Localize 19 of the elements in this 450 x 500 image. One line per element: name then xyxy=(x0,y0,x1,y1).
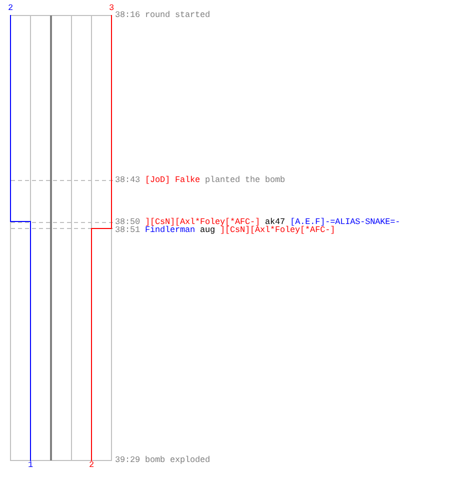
event-text: bomb exploded xyxy=(145,457,210,464)
player-name: ][CsN][Axl*Foley[*AFC-] xyxy=(220,226,336,234)
event-text: planted the bomb xyxy=(205,177,286,184)
weapon-name: aug xyxy=(200,226,216,234)
player-name: Findlerman xyxy=(145,226,196,234)
player-count-label: 2 xyxy=(89,462,94,468)
player-name: ][CsN][Axl*Foley[*AFC-] xyxy=(145,218,260,226)
weapon-name: ak47 xyxy=(265,218,286,226)
time-label: 38:16 xyxy=(115,12,140,19)
time-label: 38:51 xyxy=(115,226,140,234)
player-count-label: 3 xyxy=(109,4,114,12)
time-label: 38:43 xyxy=(115,177,140,184)
event-text: round started xyxy=(145,12,210,19)
player-name: [JoD] Falke xyxy=(145,177,200,184)
player-count-label: 1 xyxy=(28,462,33,468)
time-label: 39:29 xyxy=(115,457,140,464)
player-count-label: 2 xyxy=(8,4,13,12)
player-name: [A.E.F]-=ALIAS-SNAKE=- xyxy=(290,218,400,226)
time-label: 38:50 xyxy=(115,218,140,226)
